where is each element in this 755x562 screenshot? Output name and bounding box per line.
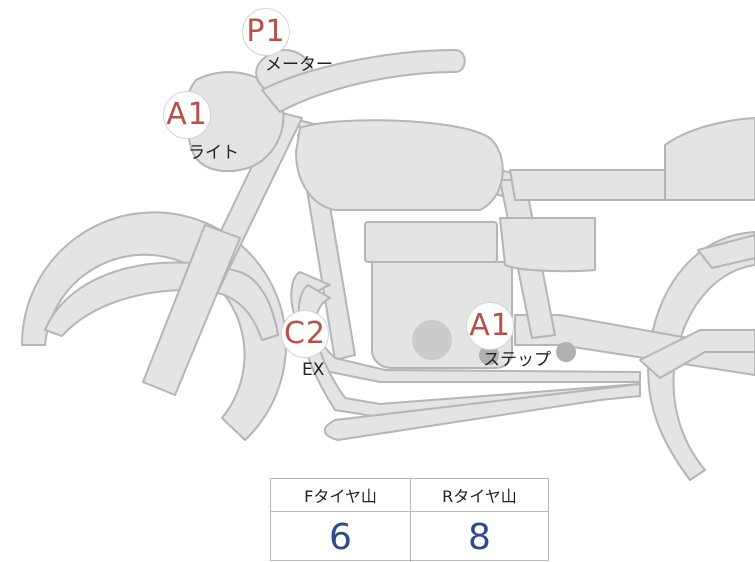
marker-step-badge: A1 xyxy=(466,302,514,350)
marker-step-label: ステップ xyxy=(483,350,551,370)
marker-code: A1 xyxy=(469,308,511,343)
tire-tread-table: Fタイヤ山 6 Rタイヤ山 8 xyxy=(270,478,549,562)
front-tire-column: Fタイヤ山 6 xyxy=(271,479,411,562)
marker-exhaust-label: EX xyxy=(302,360,325,380)
marker-code: C2 xyxy=(283,316,327,351)
marker-meter-label: メーター xyxy=(265,55,333,75)
front-tire-value: 6 xyxy=(329,516,352,558)
fork-lower xyxy=(142,224,241,396)
front-tire-header: Fタイヤ山 xyxy=(271,479,410,512)
marker-light-badge: A1 xyxy=(163,91,211,139)
handlebar xyxy=(261,49,466,113)
rear-shock xyxy=(697,234,755,269)
marker-code: A1 xyxy=(166,97,208,132)
marker-light-label: ライト xyxy=(188,143,239,163)
damage-dot xyxy=(412,320,452,360)
exhaust-muffler xyxy=(323,383,641,441)
side-cover xyxy=(499,217,596,273)
marker-exhaust-badge: C2 xyxy=(281,310,329,358)
rear-tire-value: 8 xyxy=(468,516,491,558)
rear-frame xyxy=(639,329,755,379)
fuel-tank xyxy=(295,119,504,211)
rear-seat xyxy=(664,117,755,201)
marker-meter-badge: P1 xyxy=(242,8,290,56)
seat xyxy=(509,169,666,201)
swingarm xyxy=(514,314,755,376)
marker-code: P1 xyxy=(246,14,286,49)
rear-tire-header: Rタイヤ山 xyxy=(410,479,549,512)
damage-dot xyxy=(479,345,499,365)
engine-cylinder xyxy=(364,221,498,263)
rear-tire-column: Rタイヤ山 8 xyxy=(410,479,549,562)
rear-tire xyxy=(647,231,755,481)
damage-dot xyxy=(556,342,576,362)
